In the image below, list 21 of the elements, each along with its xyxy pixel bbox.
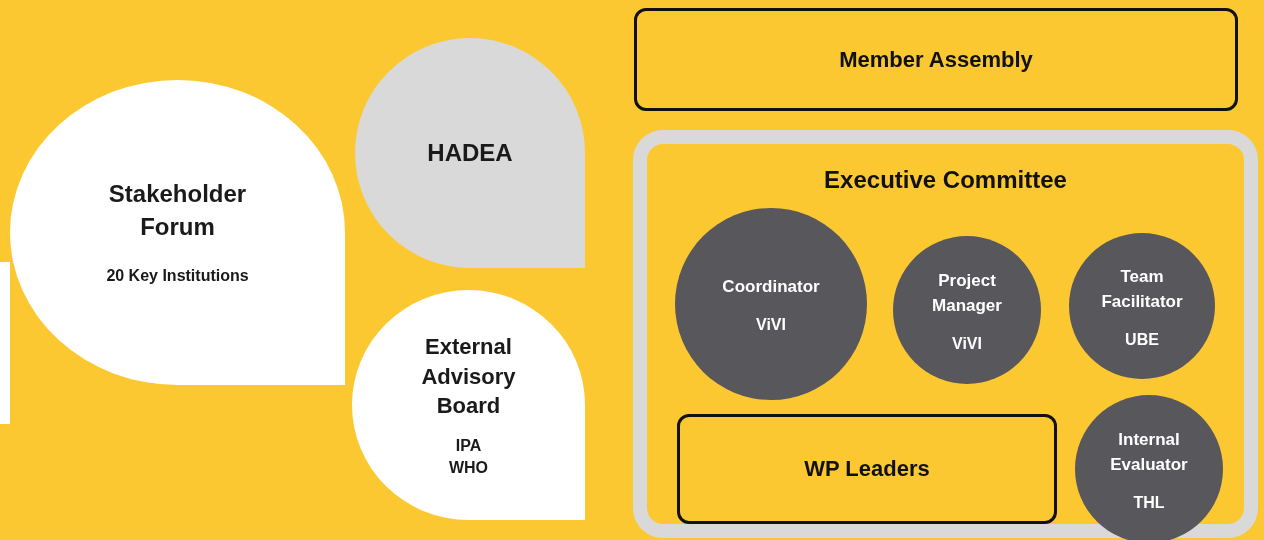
speech-bubble — [10, 80, 345, 385]
role-org: THL — [1133, 493, 1165, 512]
bubble-title: Stakeholder Forum — [107, 179, 248, 242]
bubble-text: WHO — [448, 457, 489, 478]
role-org: ViVI — [756, 315, 786, 334]
role-title: Coordinator — [722, 276, 820, 299]
bubble-title: External Advisory Board — [420, 332, 517, 421]
bubble-title: HADEA — [427, 137, 513, 168]
role-title: Project Manager — [931, 269, 1003, 317]
bubble-text: 20 Key Institutions — [106, 266, 249, 287]
role-title: Team Facilitator — [1100, 265, 1184, 313]
role-title: Internal Evaluator — [1109, 428, 1189, 476]
box-label: WP Leaders — [804, 456, 930, 482]
role-org: UBE — [1125, 330, 1159, 349]
box-label: Member Assembly — [839, 46, 1033, 73]
committee-panel — [633, 130, 1258, 538]
panel-title: Executive Committee — [823, 166, 1068, 194]
bubble-text: IPA — [455, 435, 482, 456]
role-org: ViVI — [952, 334, 982, 353]
rounded-box — [677, 414, 1057, 524]
rounded-box — [634, 8, 1238, 111]
